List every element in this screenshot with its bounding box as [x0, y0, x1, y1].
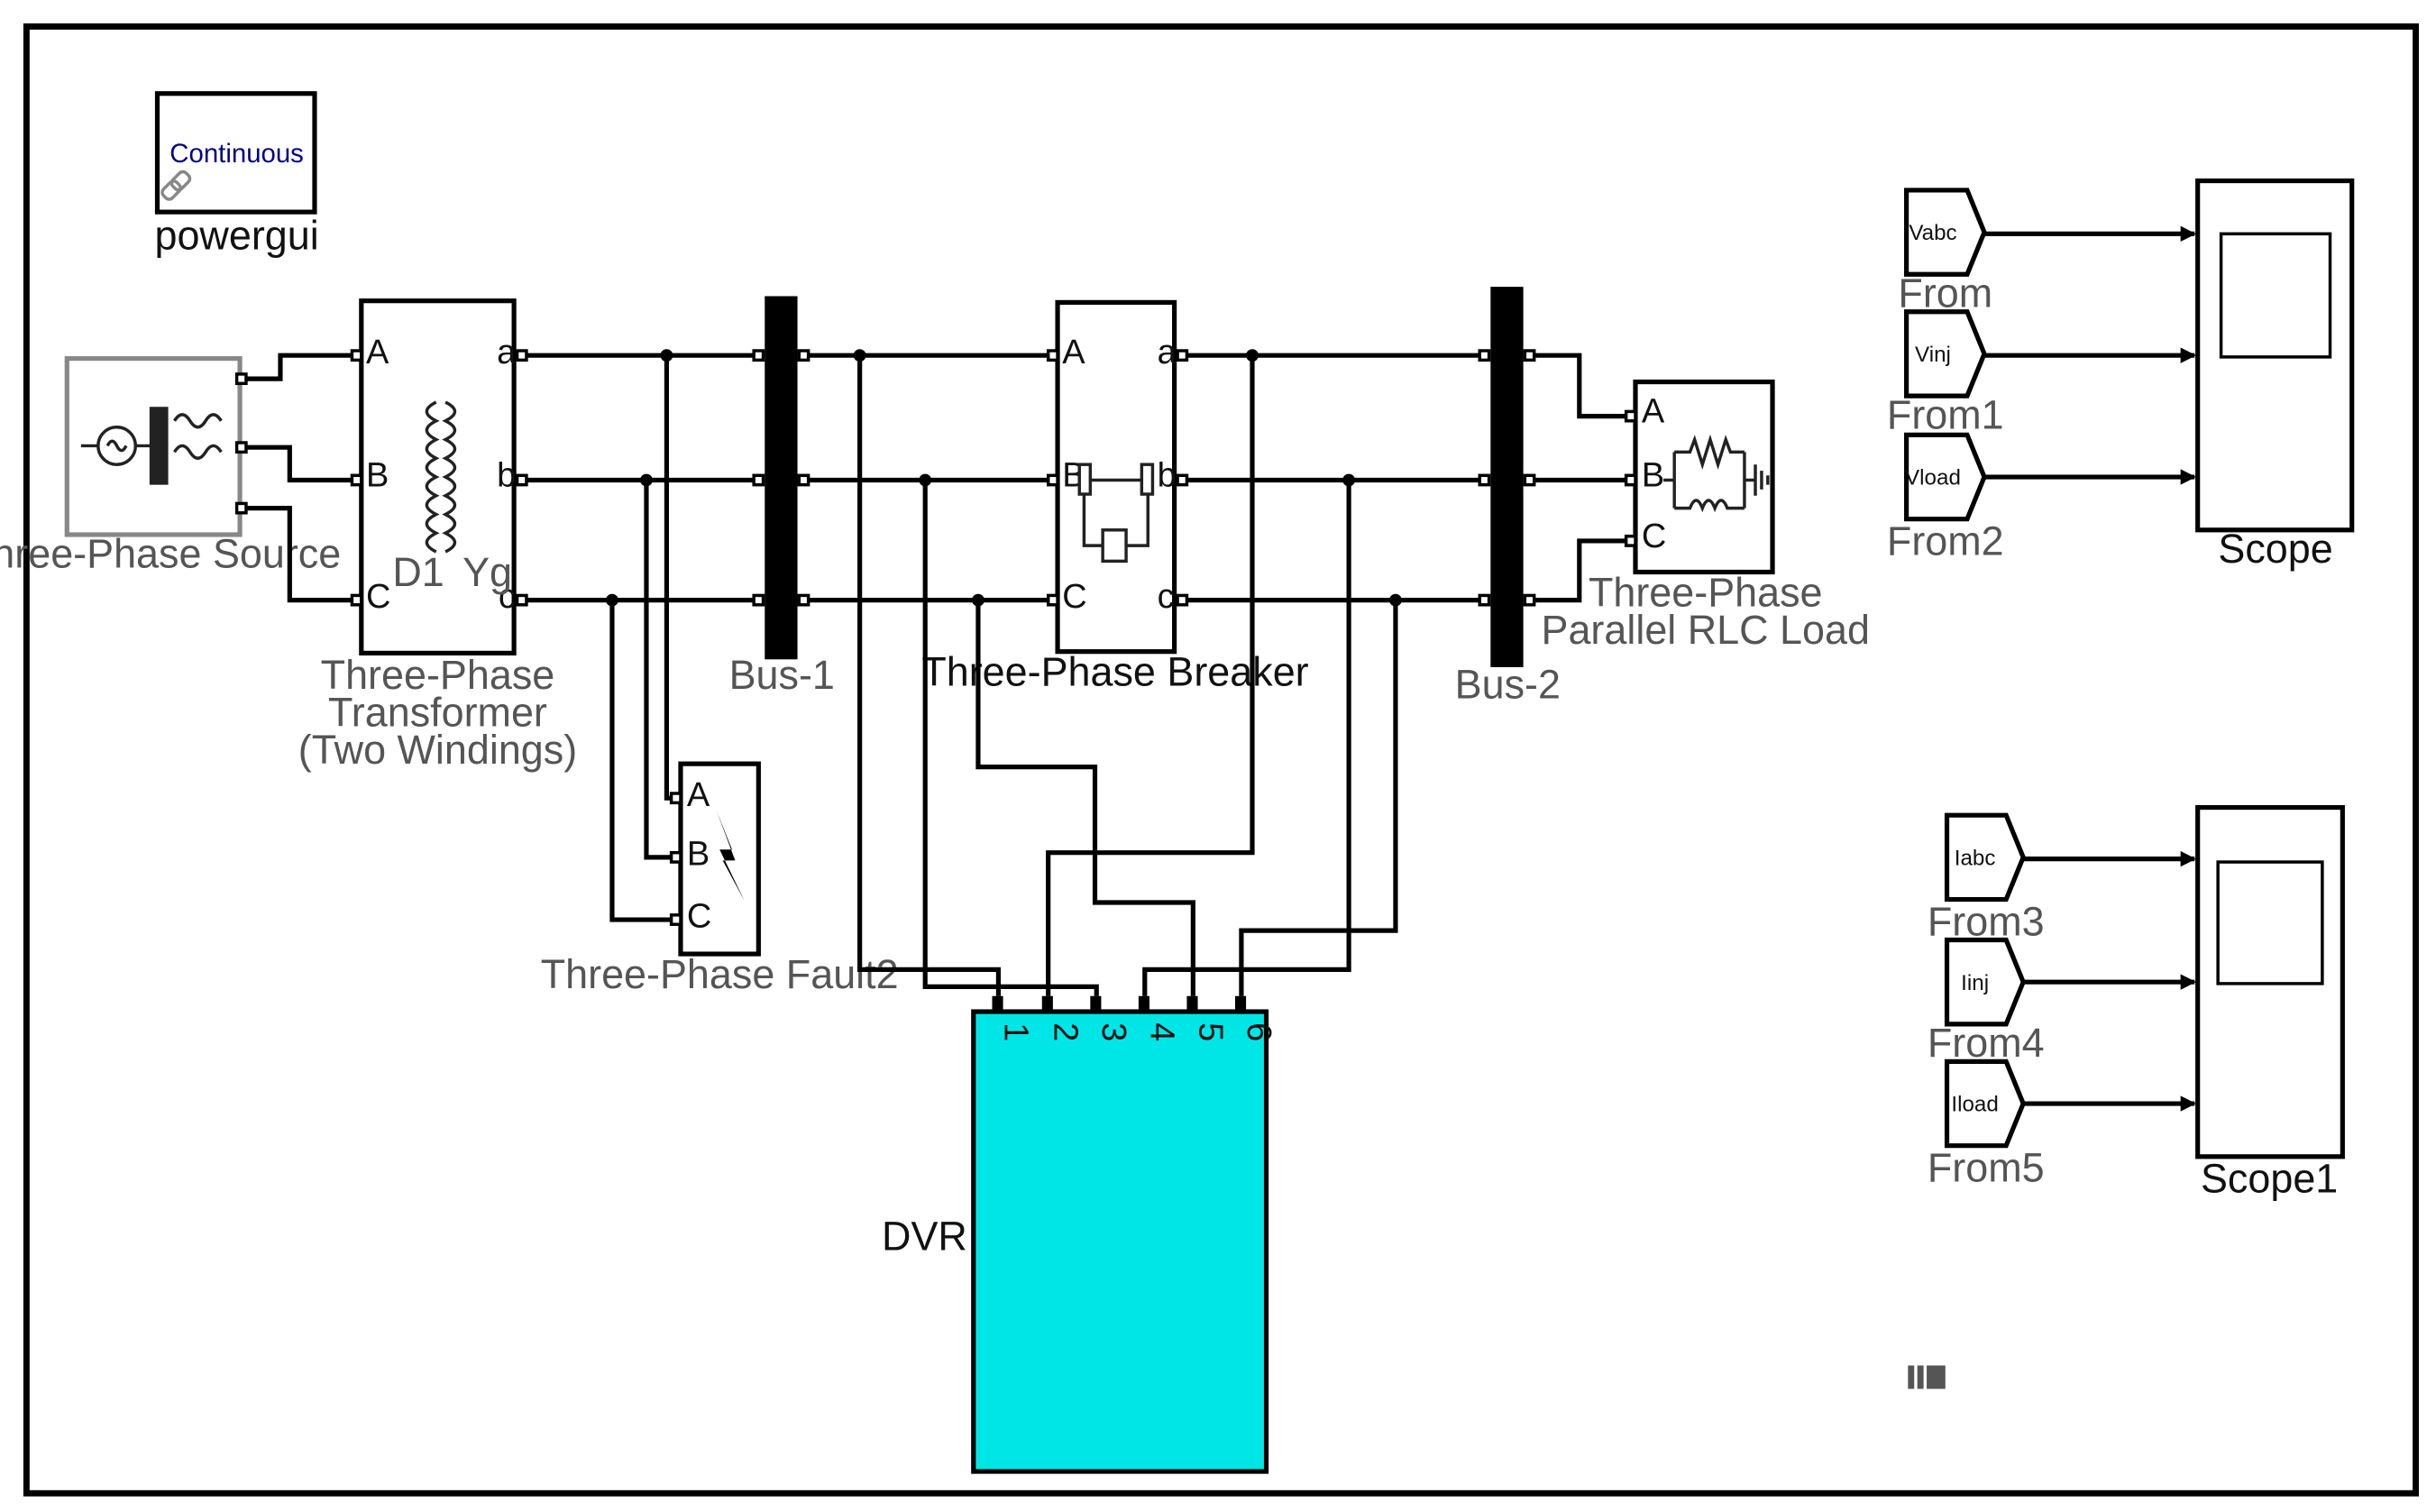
from-label-vinj: From1 — [1887, 391, 2004, 437]
from-block-vload[interactable]: Vload — [1904, 432, 1987, 522]
from-label-iabc: From3 — [1928, 898, 2045, 944]
load-port-A: A — [1642, 393, 1665, 431]
dvr-port-3: 3 — [1094, 1022, 1132, 1041]
breaker-port-C: C — [1062, 578, 1086, 616]
lightning-icon — [716, 811, 745, 902]
scope-label: Scope — [2218, 526, 2332, 572]
breaker-port-c: c — [1158, 578, 1175, 616]
ac-source-icon — [80, 407, 223, 485]
transformer-coil-icon — [425, 400, 457, 554]
from-tag-iload: Iload — [1951, 1093, 1998, 1117]
diagram-frame — [23, 23, 2419, 1497]
bus-1-block[interactable] — [752, 296, 810, 660]
dvr-port-5: 5 — [1191, 1022, 1229, 1041]
transformer-port-C: C — [366, 578, 390, 616]
power-wires — [245, 353, 1626, 996]
breaker-port-A: A — [1062, 334, 1085, 371]
from-block-vabc[interactable]: Vabc — [1904, 188, 1987, 277]
dvr-body — [971, 1009, 1269, 1474]
transformer-winding2: Yg — [462, 549, 512, 595]
transformer-label-3: (Two Windings) — [298, 727, 577, 773]
transformer-label-2: Transformer — [328, 690, 547, 736]
dvr-port-2: 2 — [1047, 1022, 1085, 1041]
transformer-port-c: c — [499, 578, 516, 616]
bar-glyph-icon — [1908, 1365, 1946, 1389]
transformer-port-b: b — [497, 456, 516, 494]
from-label-vload: From2 — [1887, 518, 2004, 564]
breaker-port-a: a — [1158, 334, 1177, 371]
from-tag-iabc: Iabc — [1955, 847, 1996, 871]
scope1-screen — [2216, 860, 2324, 985]
fault-port-A: A — [687, 776, 710, 814]
powergui-mode-text: Continuous — [169, 139, 304, 169]
from-block-iabc[interactable]: Iabc — [1944, 812, 2026, 903]
from-block-iinj[interactable]: Iinj — [1944, 937, 2026, 1027]
three-phase-source-block[interactable] — [64, 356, 248, 537]
link-icon — [160, 170, 192, 201]
breaker-switch-icon — [1077, 463, 1155, 564]
dvr-label: DVR — [882, 1214, 967, 1260]
load-label-1: Three-Phase — [1589, 570, 1823, 616]
rlc-load-icon — [1663, 434, 1770, 513]
three-phase-transformer-block[interactable]: A B C a b c D1 Yg — [350, 298, 528, 655]
from-block-vinj[interactable]: Vinj — [1904, 309, 1987, 399]
from-tag-vinj: Vinj — [1915, 343, 1951, 367]
breaker-port-b: b — [1158, 456, 1177, 494]
from-label-vabc: From — [1898, 270, 1992, 316]
transformer-label-1: Three-Phase — [321, 652, 555, 698]
three-phase-fault-block[interactable]: A B C — [669, 761, 761, 957]
fault-port-C: C — [687, 898, 711, 936]
fault-port-B: B — [687, 836, 710, 874]
three-phase-breaker-block[interactable]: A B C a b c — [1046, 299, 1189, 655]
dvr-port-6: 6 — [1240, 1022, 1278, 1041]
dvr-port-4: 4 — [1143, 1022, 1181, 1041]
parallel-rlc-load-block[interactable]: A B C — [1624, 379, 1775, 575]
scope-block[interactable] — [2195, 178, 2355, 533]
from-label-iload: From5 — [1928, 1144, 2045, 1190]
wire-junctions — [606, 349, 1402, 607]
dvr-subsystem-block[interactable]: 1 2 3 4 5 6 — [971, 995, 1278, 1474]
transformer-port-B: B — [366, 456, 389, 494]
scope-screen — [2219, 232, 2332, 359]
bus-1-label: Bus-1 — [729, 652, 835, 698]
load-label-2: Parallel RLC Load — [1542, 607, 1870, 653]
scope1-signal-lines — [2023, 850, 2196, 1112]
powergui-block[interactable]: Continuous — [154, 91, 317, 215]
transformer-winding1: D1 — [392, 549, 444, 595]
load-port-C: C — [1642, 518, 1666, 555]
bus-2-block[interactable] — [1478, 287, 1536, 667]
from-block-iload[interactable]: Iload — [1944, 1058, 2026, 1149]
scope-signal-lines — [1983, 225, 2196, 485]
transformer-port-A: A — [366, 334, 389, 371]
load-port-B: B — [1642, 456, 1664, 494]
from-tag-iinj: Iinj — [1961, 971, 1989, 995]
three-phase-breaker-label: Three-Phase Breaker — [921, 649, 1308, 695]
scope1-label: Scope1 — [2201, 1156, 2338, 1202]
from-label-iinj: From4 — [1928, 1020, 2045, 1066]
from-tag-vload: Vload — [1905, 466, 1961, 490]
scope1-block[interactable] — [2195, 804, 2345, 1159]
three-phase-fault-label: Three-Phase Fault2 — [541, 951, 899, 997]
from-tag-vabc: Vabc — [1909, 221, 1956, 245]
dvr-port-1: 1 — [996, 1022, 1034, 1041]
three-phase-source-label: Three-Phase Source — [0, 530, 341, 576]
powergui-label: powergui — [154, 213, 318, 259]
transformer-port-a: a — [497, 334, 517, 371]
bus-2-label: Bus-2 — [1455, 662, 1561, 708]
